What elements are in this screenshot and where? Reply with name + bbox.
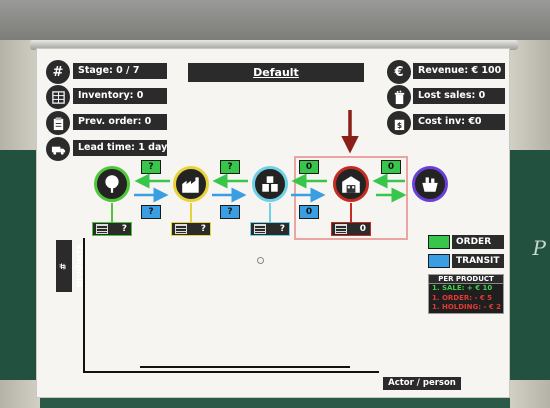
distributor-node[interactable] — [252, 166, 288, 202]
euro-icon: € — [387, 60, 411, 84]
x-axis — [83, 371, 379, 373]
factory-inventory: ? — [171, 222, 211, 236]
sale-price: 1. SALE: + € 10 — [432, 284, 493, 292]
wholesaler-node[interactable] — [333, 166, 369, 202]
hash-icon: # — [46, 60, 70, 84]
lead-time-label: Lead time: 1 day — [73, 140, 167, 156]
shelves-icon — [46, 85, 70, 109]
right-chalkboard — [510, 150, 550, 380]
cost-inv-label: Cost inv: €0 — [413, 114, 505, 130]
order-cost: 1. ORDER: - € 5 — [432, 293, 493, 302]
transit-badge-3: 0 — [299, 205, 319, 219]
cursor-ring — [257, 257, 264, 264]
shelves-icon — [175, 224, 187, 234]
selected-actor-frame — [294, 156, 408, 240]
factory-icon — [182, 177, 199, 193]
svg-text:$: $ — [396, 121, 401, 130]
x-axis-label: Actor / person — [383, 377, 461, 390]
order-legend-swatch — [428, 235, 450, 249]
inventory-label: Inventory: 0 — [73, 88, 167, 104]
wholesaler-inventory: 0 — [331, 222, 371, 236]
stage-label: Stage: 0 / 7 — [73, 63, 167, 79]
order-badge-4: 0 — [381, 160, 401, 174]
boxes-icon — [262, 176, 278, 192]
shelves-icon — [96, 224, 108, 234]
per-product-panel: PER PRODUCT 1. SALE: + € 10 1. ORDER: - … — [428, 274, 504, 314]
shelves-icon — [254, 224, 266, 234]
supplier-node[interactable] — [94, 166, 130, 202]
holding-cost: 1. HOLDING: - € 2 — [432, 303, 502, 311]
y-axis — [83, 238, 85, 372]
transit-legend-label: TRANSIT — [452, 254, 504, 268]
trash-icon — [387, 85, 411, 109]
transit-badge-1: ? — [141, 205, 161, 219]
warehouse-icon — [342, 176, 360, 193]
truck-icon — [46, 137, 70, 161]
transit-legend-swatch — [428, 254, 450, 268]
supplier-inventory: ? — [92, 222, 132, 236]
lost-sales-label: Lost sales: 0 — [413, 88, 505, 104]
order-legend-label: ORDER — [452, 235, 504, 249]
shelves-icon — [335, 224, 347, 234]
chalkboard-glyph: P — [532, 236, 546, 260]
ceiling — [0, 0, 550, 40]
factory-node[interactable] — [173, 166, 209, 202]
per-product-title: PER PRODUCT — [429, 275, 503, 284]
left-chalkboard — [0, 150, 36, 380]
retailer-node[interactable] — [412, 166, 448, 202]
money-bag-icon: $ — [387, 111, 411, 135]
tree-icon — [105, 175, 119, 193]
projector-screen-rod — [30, 40, 518, 50]
prev-order-label: Prev. order: 0 — [73, 114, 167, 130]
order-badge-3: 0 — [299, 160, 319, 174]
y-axis-label: # products — [56, 240, 85, 292]
baseline — [140, 366, 350, 368]
distributor-inventory: ? — [250, 222, 290, 236]
clipboard-icon — [46, 111, 70, 135]
order-badge-1: ? — [141, 160, 161, 174]
order-badge-2: ? — [220, 160, 240, 174]
shop-basket-icon — [422, 177, 438, 192]
scenario-title[interactable]: Default — [188, 63, 364, 82]
revenue-label: Revenue: € 100 — [413, 63, 505, 79]
transit-badge-2: ? — [220, 205, 240, 219]
